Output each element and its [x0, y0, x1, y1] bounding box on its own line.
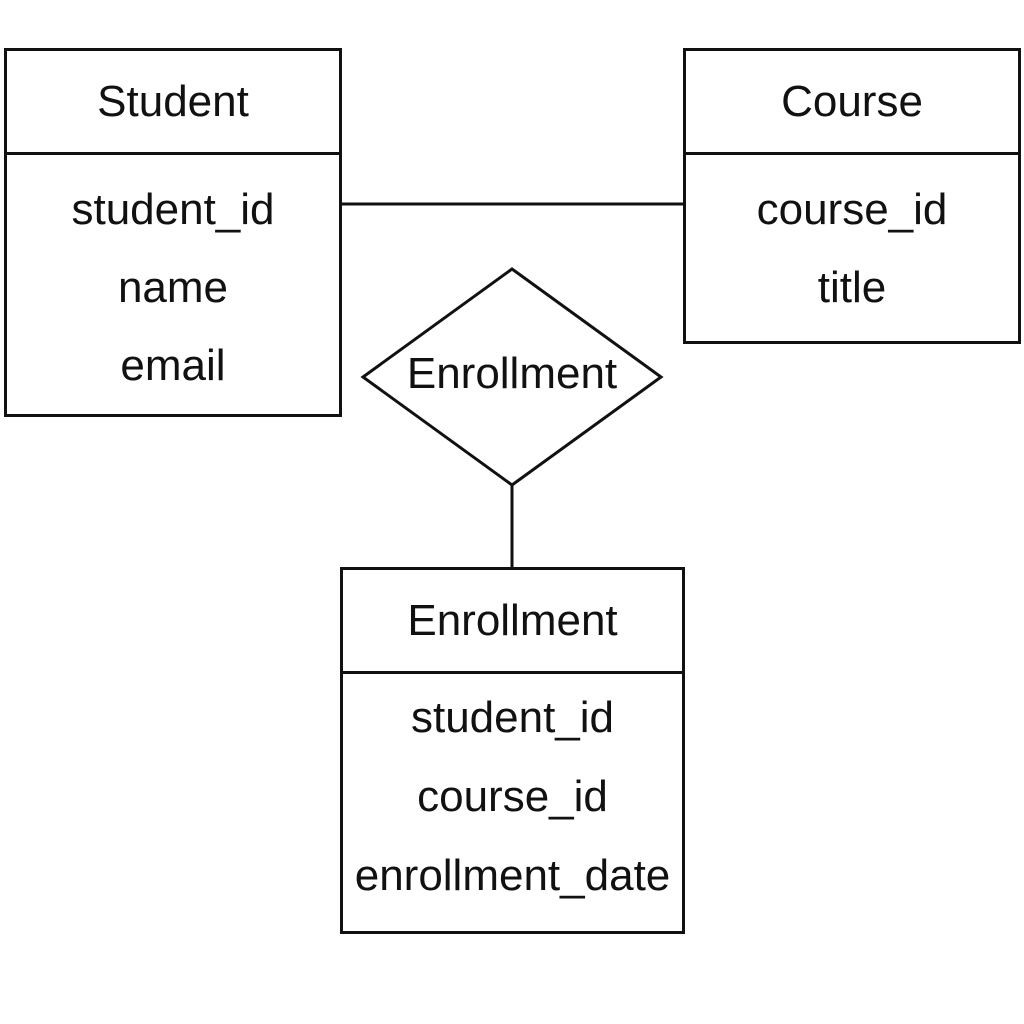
enrollment-attribute-course-id: course_id: [417, 772, 608, 821]
enrollment-attribute-enrollment-date: enrollment_date: [354, 851, 671, 900]
enrollment-entity: Enrollment student_id course_id enrollme…: [340, 567, 685, 934]
enrollment-attribute-student-id: student_id: [410, 693, 615, 742]
course-attribute-course-id: course_id: [756, 185, 948, 234]
student-attribute-student-id: student_id: [71, 185, 275, 234]
student-attribute-name: name: [117, 263, 229, 312]
course-attribute-title: title: [817, 263, 887, 312]
student-attribute-email: email: [120, 341, 226, 390]
course-entity-title: Course: [686, 51, 1018, 155]
enrollment-entity-title: Enrollment: [343, 570, 682, 674]
student-entity-title: Student: [7, 51, 339, 155]
course-entity: Course course_id title: [683, 48, 1021, 344]
relationship-label: Enrollment: [406, 349, 618, 398]
student-entity: Student student_id name email: [4, 48, 342, 417]
